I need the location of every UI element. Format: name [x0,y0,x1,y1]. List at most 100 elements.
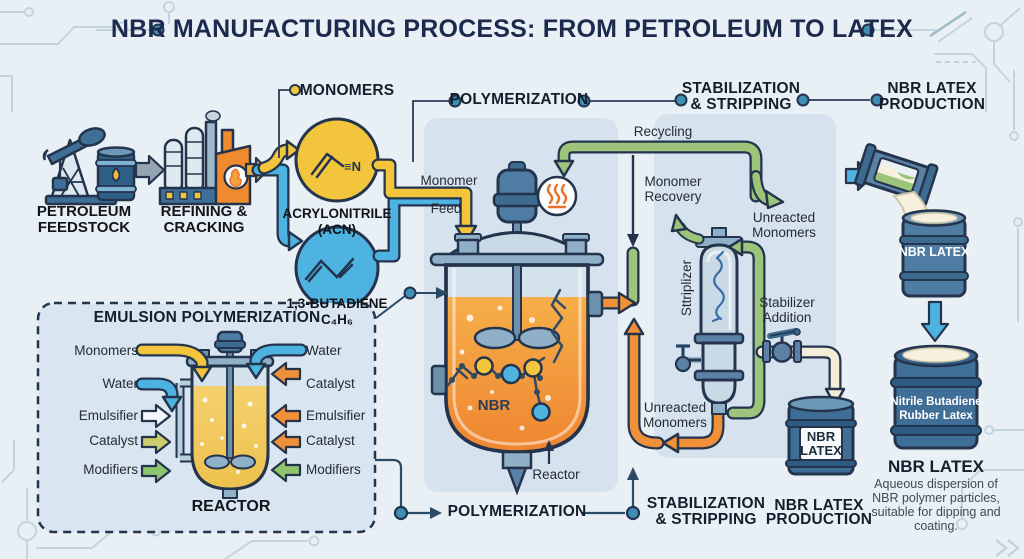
production-header-2: PRODUCTION [878,96,986,113]
stripper-riser-pipe [726,237,766,420]
emulsion-arrow-catalyst-right1 [270,361,302,387]
refining-label-1: REFINING & [160,203,248,220]
monomer-recovery-label-1: Monomer [644,174,702,189]
emulsion-reactor-label: REACTOR [191,498,271,515]
emulsion-right-catalyst1: Catalyst [306,376,355,391]
product-desc-1: Aqueous dispersion of [874,477,998,491]
butadiene-name: 1,3-BUTADIENE [286,296,388,311]
drum2-label-1: Nitrile Butadiene [890,396,982,408]
latex-down-arrow [920,300,950,343]
side-port-left [430,364,448,396]
monomer-recovery-arrow [627,155,639,247]
page-title: NBR MANUFACTURING PROCESS: FROM PETROLEU… [110,15,914,43]
emulsion-left-modifiers: Modifiers [83,462,138,477]
pouring-container-icon [854,143,939,207]
emulsion-right-emulsifier: Emulsifier [306,408,366,423]
drain-cone [506,466,528,496]
petroleum-label-1: PETROLEUM [36,203,132,220]
title-connector-dots [151,23,875,37]
stirrer-paddle [473,326,517,350]
emulsion-right-modifiers: Modifiers [306,462,361,477]
stripper-valve [674,344,701,373]
refining-label-2: CRACKING [163,219,245,236]
acrylonitrile-abbr: (ACN) [317,222,357,237]
production-bottom-label-2: PRODUCTION [765,511,873,528]
oil-barrel-icon [95,146,137,202]
emulsion-arrow-modifiers-right [270,457,302,483]
production-header-1: NBR LATEX [887,80,977,97]
butadiene-formula: C₄H₆ [320,312,354,327]
stabilization-header-2: & STRIPPING [690,96,792,113]
emulsion-title: EMULSION POLYMERIZATION [93,309,321,326]
unreacted-top-label-2: Monomers [752,225,816,240]
stabilizer-label-2: Addition [762,310,812,325]
reactor-vessel-label: NBR [477,397,511,414]
product-desc-4: coating. [914,519,958,533]
stabilizer-label-1: Stabilizer [759,295,815,310]
unreacted-monomer-return-loop [623,317,725,454]
unreacted-bottom-label-1: Unreacted [643,400,707,415]
pumpjack-icon [42,127,118,206]
acrylonitrile-name: ACRYLONITRILE [282,206,392,221]
heat-indicator-icon [536,175,578,217]
emulsion-arrow-catalyst-right2 [270,429,302,455]
monomers-connector [278,84,301,158]
polymerization-reactor [429,161,605,496]
acn-bond-label: ≡N [344,159,361,174]
emulsion-right-water: Water [306,343,342,358]
reactor-outlet-arrow [594,291,637,315]
side-port-right [586,290,604,318]
drum2-label-2: Rubber Latex [899,410,973,422]
stabilizer-valve [762,328,802,363]
refinery-icon [158,110,252,206]
emulsion-arrow-water-left [135,377,183,413]
stabilization-header-1: STABILIZATION [681,80,801,97]
emulsion-arrow-emulsifier-right [270,403,302,429]
emulsion-left-monomers: Monomers [74,343,138,358]
polymerization-bottom-label: POLYMERIZATION [447,503,587,520]
stab-drum-label-2: LATEX [800,443,842,458]
monomers-header: MONOMERS [299,82,395,99]
emulsion-left-catalyst: Catalyst [89,433,138,448]
production-bottom-label-1: NBR LATEX [774,497,864,514]
monomer-recovery-label-2: Recovery [644,189,702,204]
product-title: NBR LATEX [887,457,985,476]
reactor-caption: Reactor [532,467,580,482]
unreacted-bottom-label-2: Monomers [643,415,707,430]
emulsion-arrow-water-right [245,343,308,380]
petroleum-label-2: FEEDSTOCK [37,219,131,236]
latex-drum-2 [890,344,982,450]
product-desc-2: NBR polymer particles, [872,491,1000,505]
emulsion-left-water: Water [102,376,138,391]
stabilization-bottom-label-2: & STRIPPING [655,511,757,528]
emulsion-arrow-monomers [135,343,213,383]
emulsion-left-emulsifier: Emulsifier [78,408,138,423]
unreacted-top-label-1: Unreacted [752,210,816,225]
monomer-split-pipes [251,139,304,252]
latex-drum-1 [899,209,969,298]
flow-arrow-1 [134,154,166,186]
polymer-chain [442,288,567,422]
emulsion-reactor [175,330,275,499]
product-desc-3: suitable for dipping and [871,505,1001,519]
monomer-feed-label-1: Monomer [420,173,478,188]
inlet-nozzle-2 [564,238,588,256]
monomer-recovery-hook-arrow [670,213,705,245]
section-header-connectors [412,93,884,162]
bottom-connector-left [375,458,442,521]
drum1-label: NBR LATEX [898,245,970,259]
nbr-latex-drum-stab [785,395,857,476]
bottom-connector-right [582,467,641,521]
reactor-pointer-arrow [544,440,554,464]
acrylonitrile-icon [294,117,380,203]
monomer-feed-label-2: Feed [430,201,462,216]
inlet-nozzle [456,238,480,256]
stripper-label: Sttriplizer [678,259,694,317]
emulsion-callout [375,286,448,319]
emulsion-arrow-modifiers-left [140,458,172,484]
emulsion-arrow-emulsifier-left [140,403,172,429]
emulsion-right-catalyst2: Catalyst [306,433,355,448]
